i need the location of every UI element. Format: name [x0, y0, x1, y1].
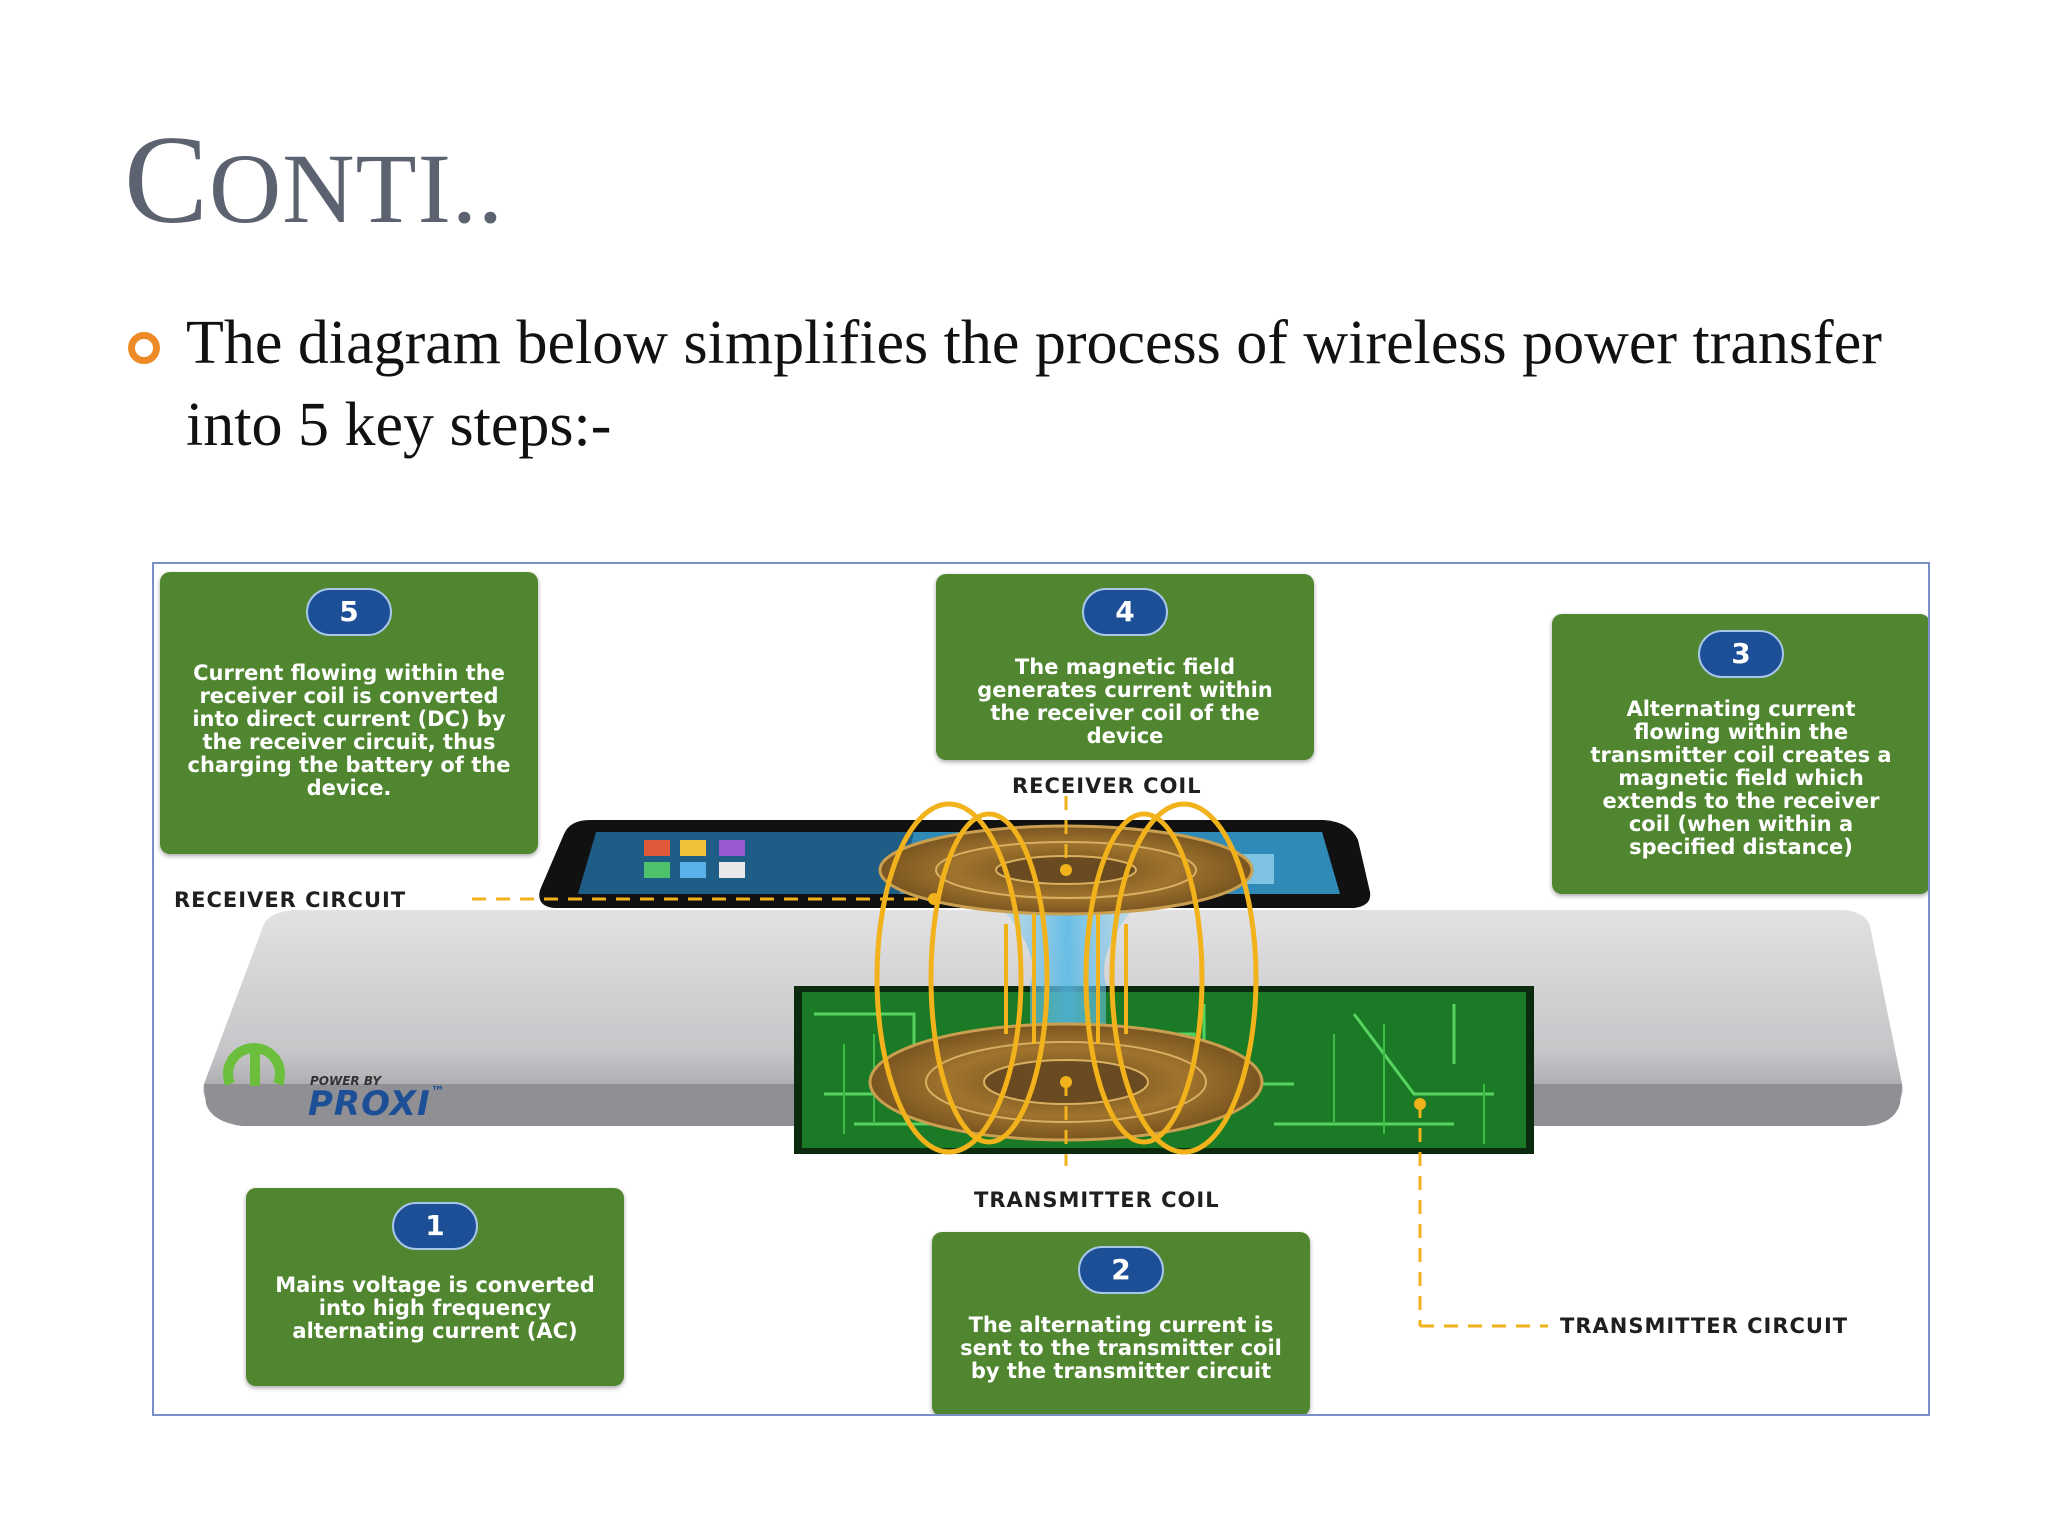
magnetic-field-loops — [874, 801, 1259, 1155]
step-3-box: 3 Alternating current flowing within the… — [1552, 614, 1928, 894]
brand-name: PROXI™ — [308, 1084, 446, 1124]
bullet-ring-icon — [128, 332, 160, 364]
slide-title: CONTI.. — [124, 118, 504, 244]
wireless-power-diagram: POWER BY PROXI™ 5 Current flowing within… — [152, 562, 1930, 1416]
proxi-brand-logo: POWER BY PROXI™ — [228, 1064, 488, 1134]
step-1-text: Mains voltage is converted into high fre… — [275, 1273, 595, 1343]
brand-name-text: PROXI — [308, 1084, 431, 1124]
receiver-circuit-label: RECEIVER CIRCUIT — [174, 888, 407, 912]
bullet-text: The diagram below simplifies the process… — [186, 309, 1882, 459]
transmitter-coil-label: TRANSMITTER COIL — [974, 1188, 1220, 1212]
proxi-power-icon — [223, 1043, 285, 1086]
transmitter-circuit-label: TRANSMITTER CIRCUIT — [1560, 1314, 1849, 1338]
receiver-coil-label: RECEIVER COIL — [1012, 774, 1202, 798]
step-5-box: 5 Current flowing within the receiver co… — [160, 572, 538, 854]
step-1-badge: 1 — [392, 1202, 478, 1250]
step-2-badge: 2 — [1078, 1246, 1164, 1294]
title-initial: C — [124, 111, 210, 250]
step-5-text: Current flowing within the receiver coil… — [187, 661, 511, 800]
step-1-box: 1 Mains voltage is converted into high f… — [246, 1188, 624, 1386]
bullet-item: The diagram below simplifies the process… — [124, 302, 1884, 466]
step-2-text: The alternating current is sent to the t… — [960, 1313, 1282, 1383]
diagram-illustration — [203, 796, 1903, 1328]
title-rest: ONTI.. — [209, 133, 504, 244]
step-3-text: Alternating current flowing within the t… — [1590, 697, 1892, 859]
brand-trademark: ™ — [430, 1084, 446, 1100]
step-2-box: 2 The alternating current is sent to the… — [932, 1232, 1310, 1414]
brand-tagline: POWER BY — [310, 1074, 382, 1088]
step-3-badge: 3 — [1698, 630, 1784, 678]
step-5-badge: 5 — [306, 588, 392, 636]
step-4-box: 4 The magnetic field generates current w… — [936, 574, 1314, 760]
magnetic-field-beam — [976, 882, 1158, 1032]
step-4-text: The magnetic field generates current wit… — [977, 655, 1273, 748]
step-4-badge: 4 — [1082, 588, 1168, 636]
leader-lines — [472, 796, 1548, 1328]
